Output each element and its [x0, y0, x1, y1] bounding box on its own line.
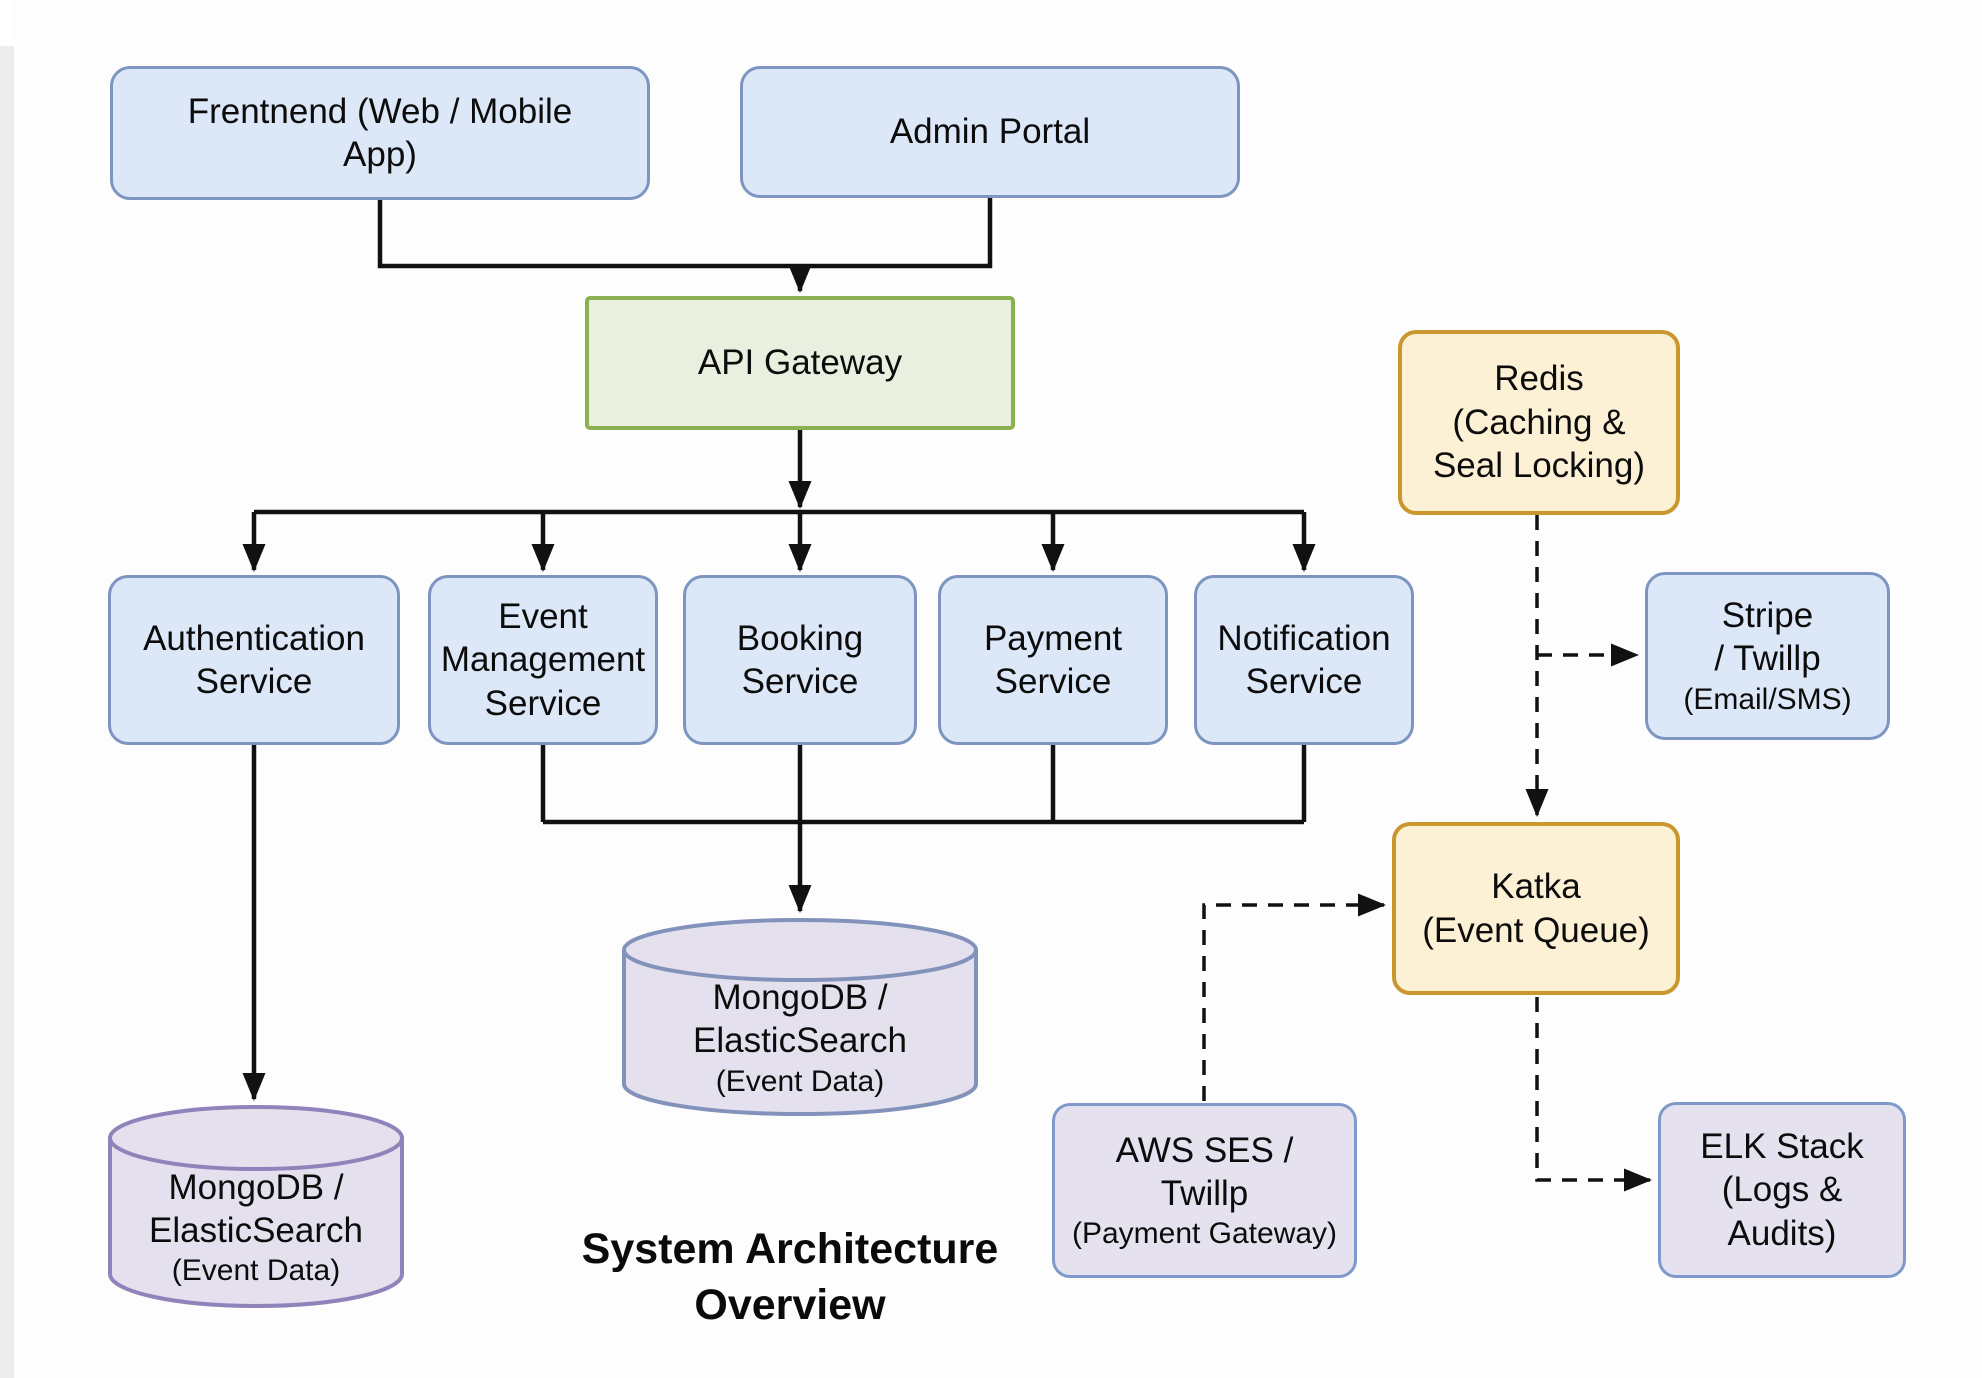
cylinder-shape	[108, 1105, 404, 1308]
node-katka-event-queue-label: Katka (Event Queue)	[1422, 867, 1650, 950]
node-admin-portal-label: Admin Portal	[889, 112, 1091, 152]
node-event-management-service: Event Management Service	[428, 575, 658, 745]
node-katka-event-queue: Katka (Event Queue)	[1392, 822, 1680, 995]
node-aws-ses-twillp-label: AWS SES / Twillp (Payment Gateway)	[1071, 1130, 1338, 1251]
node-authentication-service-label: Authentication Service	[143, 618, 365, 701]
diagram-title: System Architecture Overview	[581, 1225, 999, 1329]
node-authentication-service: Authentication Service	[108, 575, 400, 745]
node-api-gateway: API Gateway	[585, 296, 1015, 430]
node-elk-stack: ELK Stack (Logs & Audits)	[1658, 1102, 1906, 1278]
node-mongodb-elasticsearch-left: MongoDB / ElasticSearch (Event Data)	[108, 1105, 404, 1310]
node-redis: Redis (Caching & Seal Locking)	[1398, 330, 1680, 515]
node-booking-service-label: Booking Service	[736, 618, 864, 701]
left-page-edge	[0, 46, 14, 1378]
edge-awsses-to-katka	[1202, 893, 1386, 1101]
solid-edges	[242, 198, 1316, 1101]
node-notification-service: Notification Service	[1194, 575, 1414, 745]
node-mongodb-elasticsearch-center: MongoDB / ElasticSearch (Event Data)	[622, 918, 978, 1118]
node-payment-service: Payment Service	[938, 575, 1168, 745]
edge-katka-to-elk	[1535, 997, 1652, 1192]
node-redis-label: Redis (Caching & Seal Locking)	[1432, 359, 1646, 486]
node-notification-service-label: Notification Service	[1217, 618, 1391, 701]
node-stripe-twillp: Stripe / Twillp (Email/SMS)	[1645, 572, 1890, 740]
node-frontend: Frentnend (Web / Mobile App)	[110, 66, 650, 200]
node-frontend-label: Frentnend (Web / Mobile App)	[187, 91, 573, 174]
cylinder-shape	[622, 918, 978, 1116]
node-aws-ses-twillp: AWS SES / Twillp (Payment Gateway)	[1052, 1103, 1357, 1278]
edge-frontend-admin-merge	[377, 198, 993, 269]
node-admin-portal: Admin Portal	[740, 66, 1240, 198]
node-payment-service-label: Payment Service	[983, 618, 1123, 701]
node-booking-service: Booking Service	[683, 575, 917, 745]
dashed-edges	[1202, 515, 1652, 1192]
node-elk-stack-label: ELK Stack (Logs & Audits)	[1700, 1126, 1864, 1253]
node-mongodb-elasticsearch-left-label: MongoDB / ElasticSearch (Event Data)	[149, 1167, 363, 1288]
node-api-gateway-label: API Gateway	[697, 343, 903, 383]
node-event-management-service-label: Event Management Service	[440, 596, 646, 723]
node-stripe-twillp-label: Stripe / Twillp (Email/SMS)	[1683, 596, 1852, 716]
left-page-edge-top	[0, 0, 14, 46]
node-mongodb-elasticsearch-center-label: MongoDB / ElasticSearch (Event Data)	[693, 978, 907, 1098]
